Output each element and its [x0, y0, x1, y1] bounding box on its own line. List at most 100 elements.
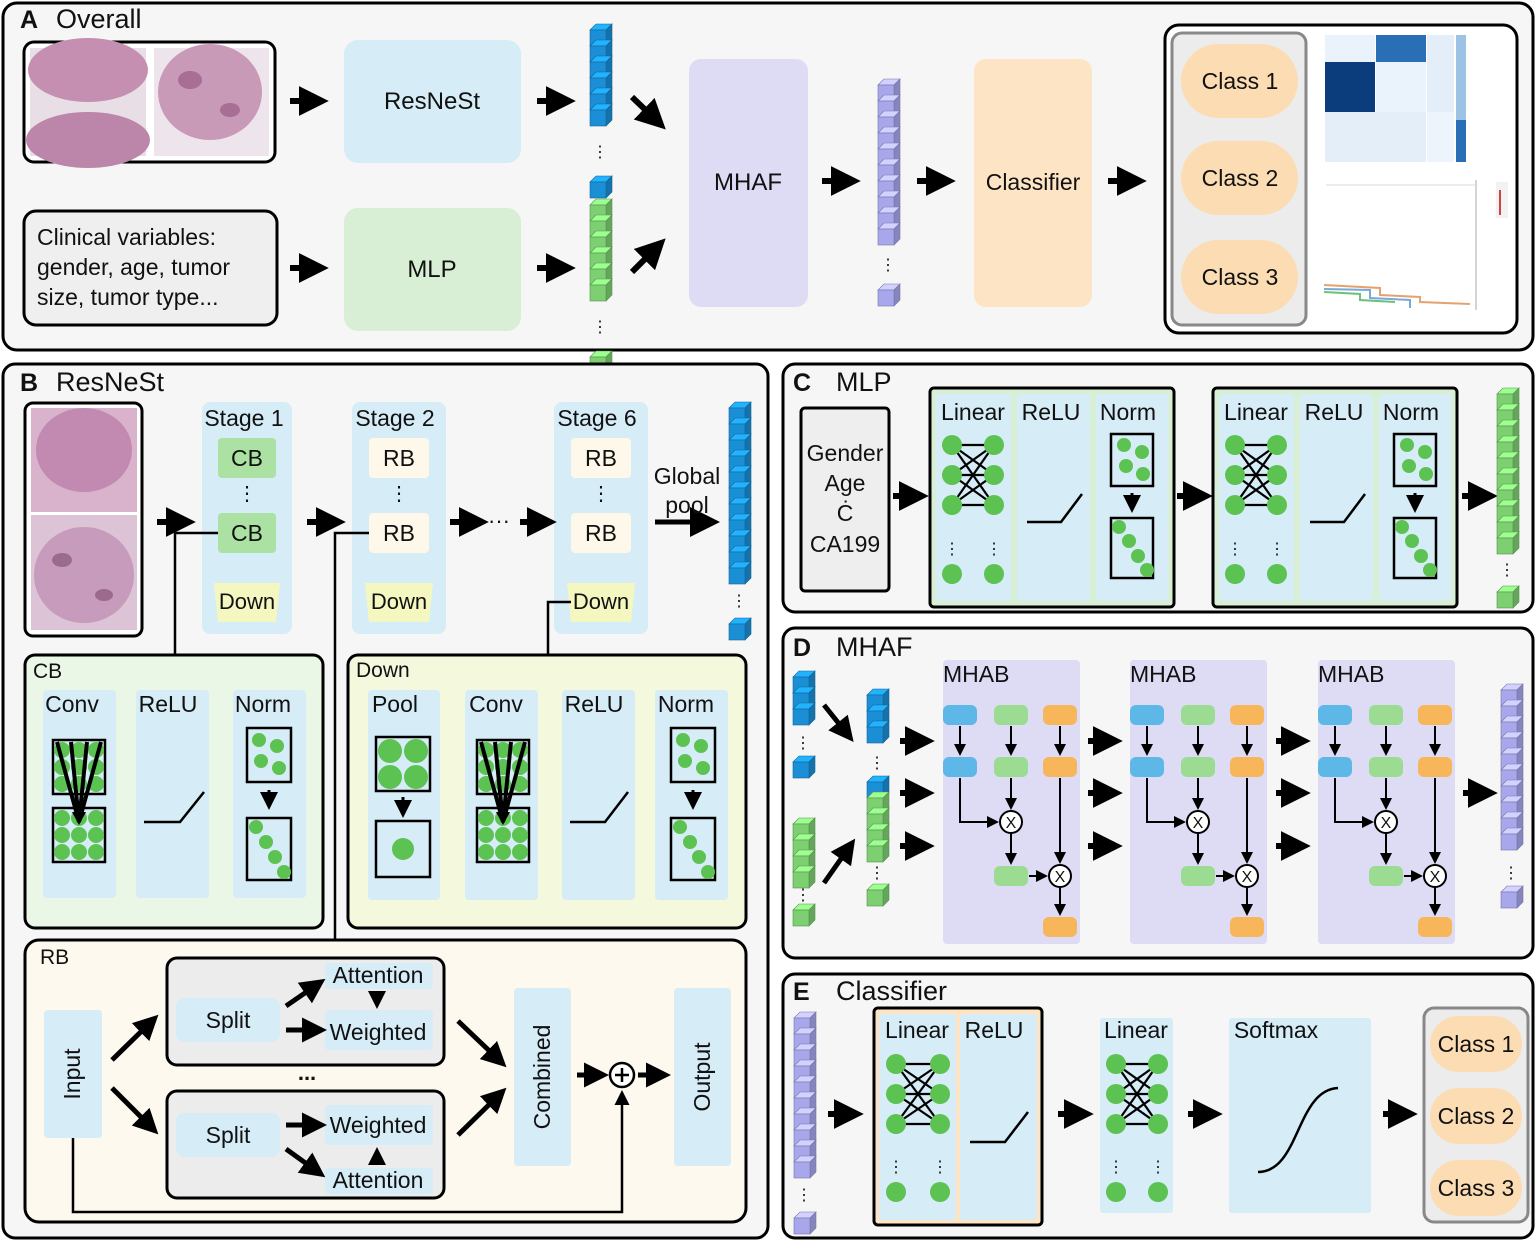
vector-ellipsis: ⋮ — [880, 257, 896, 274]
stage-6-rb-bottom-label: RB — [585, 520, 617, 546]
resnest-box — [344, 40, 521, 163]
cube-face — [793, 1217, 811, 1235]
classifier-linear-1-graphic: ⋮⋮ — [886, 1054, 950, 1202]
vector-ellipsis: ⋮ — [1499, 562, 1515, 579]
svg-text:⋮: ⋮ — [1227, 541, 1243, 558]
neuron — [404, 765, 428, 789]
mhaf-box — [689, 59, 808, 307]
e-class-3-label: Class 3 — [1438, 1175, 1515, 1201]
rb-split-bottom-label: Split — [206, 1122, 251, 1148]
stage-2-down-label: Down — [371, 589, 427, 614]
mlp-label: MLP — [407, 256, 456, 283]
vector-ellipsis: ⋮ — [731, 593, 747, 610]
stage-1-cb-top-label: CB — [231, 445, 263, 471]
confusion-matrix-thumbnail — [1322, 33, 1512, 173]
neuron — [268, 850, 282, 864]
class-1-label: Class 1 — [1202, 68, 1279, 94]
classifier-label: Classifier — [986, 169, 1081, 195]
value-proj-node — [1230, 757, 1264, 777]
mlp-relu-label: ReLU — [1022, 399, 1081, 425]
neuron — [1225, 495, 1245, 515]
neuron — [1148, 1114, 1168, 1134]
neuron — [1225, 564, 1245, 584]
neuron — [270, 739, 284, 753]
svg-text:⋮: ⋮ — [1150, 1159, 1166, 1176]
mhaf-input-vectors: ⋮⋮⋮⋮ — [792, 670, 890, 927]
stage-6-ellipsis: ⋮ — [591, 483, 611, 505]
neuron — [1117, 438, 1131, 452]
query-proj-node — [1318, 757, 1352, 777]
rb-attention-top — [325, 963, 433, 989]
neuron — [378, 739, 402, 763]
mlp-input-line-4: CA199 — [810, 531, 880, 557]
neuron — [692, 850, 706, 864]
panel-a-letter: A — [20, 6, 38, 34]
neuron — [1122, 534, 1136, 548]
down-pool-graphic — [374, 735, 432, 879]
output-node — [1043, 917, 1077, 937]
rb-branch-ellipsis: ... — [298, 1060, 316, 1085]
multiply-icon — [1235, 864, 1259, 888]
rb-split-bottom — [176, 1113, 280, 1157]
multiply-label: X — [1381, 815, 1392, 832]
neuron — [942, 495, 962, 515]
neuron — [54, 844, 70, 860]
neuron — [252, 733, 266, 747]
neuron — [930, 1114, 950, 1134]
down-relu-curve — [570, 791, 629, 824]
panel-e: E Classifier ⋮ Linear ReLU ⋮⋮ Linear ⋮⋮ … — [781, 972, 1535, 1240]
class-3-label: Class 3 — [1202, 264, 1279, 290]
cube-face — [792, 761, 810, 779]
multiply-label: X — [1055, 869, 1066, 886]
rb-attention-bottom-label: Attention — [333, 1167, 424, 1193]
neuron — [1148, 1054, 1168, 1074]
mlp-input-line-1: Gender — [807, 440, 884, 466]
svg-text:⋮: ⋮ — [986, 541, 1002, 558]
cube-face — [1496, 591, 1514, 609]
cube-face — [589, 181, 607, 199]
mhab-label: MHAB — [1318, 661, 1384, 687]
neuron — [1423, 563, 1437, 577]
mlp-linear-label: Linear — [1224, 399, 1288, 425]
multiply-icon — [1374, 810, 1398, 834]
panel-c-title: MLP — [836, 367, 892, 397]
neuron — [930, 1182, 950, 1202]
output-node — [1230, 917, 1264, 937]
neuron — [1267, 564, 1287, 584]
value-proj-node — [1043, 757, 1077, 777]
neuron — [478, 810, 494, 826]
stage-1-cb-bottom — [218, 513, 276, 553]
rb-input-block — [44, 1010, 102, 1138]
neuron — [1136, 467, 1150, 481]
key-proj-node — [994, 757, 1028, 777]
resnest-label: ResNeSt — [384, 88, 480, 115]
cube-face — [877, 228, 895, 246]
stage-1-cb-top — [218, 438, 276, 478]
panel-b-letter: B — [20, 369, 38, 397]
softmax-curve — [1257, 1086, 1339, 1174]
vector-ellipsis: ⋮ — [592, 319, 608, 336]
neuron — [696, 761, 710, 775]
rb-detail-title: RB — [40, 946, 69, 969]
resnest-output-vector: ⋮ — [728, 401, 752, 641]
panel-a-arrows — [290, 86, 1147, 283]
class-2-label: Class 2 — [1202, 165, 1279, 191]
neuron — [272, 761, 286, 775]
cube-face — [1500, 891, 1518, 909]
down-detail-panel — [346, 653, 748, 930]
e-class-2-pill — [1430, 1088, 1522, 1144]
stage-6-rb-top-label: RB — [585, 445, 617, 471]
neuron — [984, 564, 1004, 584]
classifier-linear-1-label: Linear — [885, 1017, 949, 1043]
key-node — [1369, 705, 1403, 725]
neuron — [249, 820, 263, 834]
cube-face — [728, 567, 746, 585]
svg-text:⋮: ⋮ — [888, 1159, 904, 1176]
clinical-line-3: size, tumor type... — [37, 284, 219, 310]
neuron — [1112, 520, 1126, 534]
neuron — [1106, 1054, 1126, 1074]
multiply-label: X — [1193, 815, 1204, 832]
panel-b-title: ResNeSt — [56, 367, 165, 397]
stage-2-rb-bottom-label: RB — [383, 520, 415, 546]
